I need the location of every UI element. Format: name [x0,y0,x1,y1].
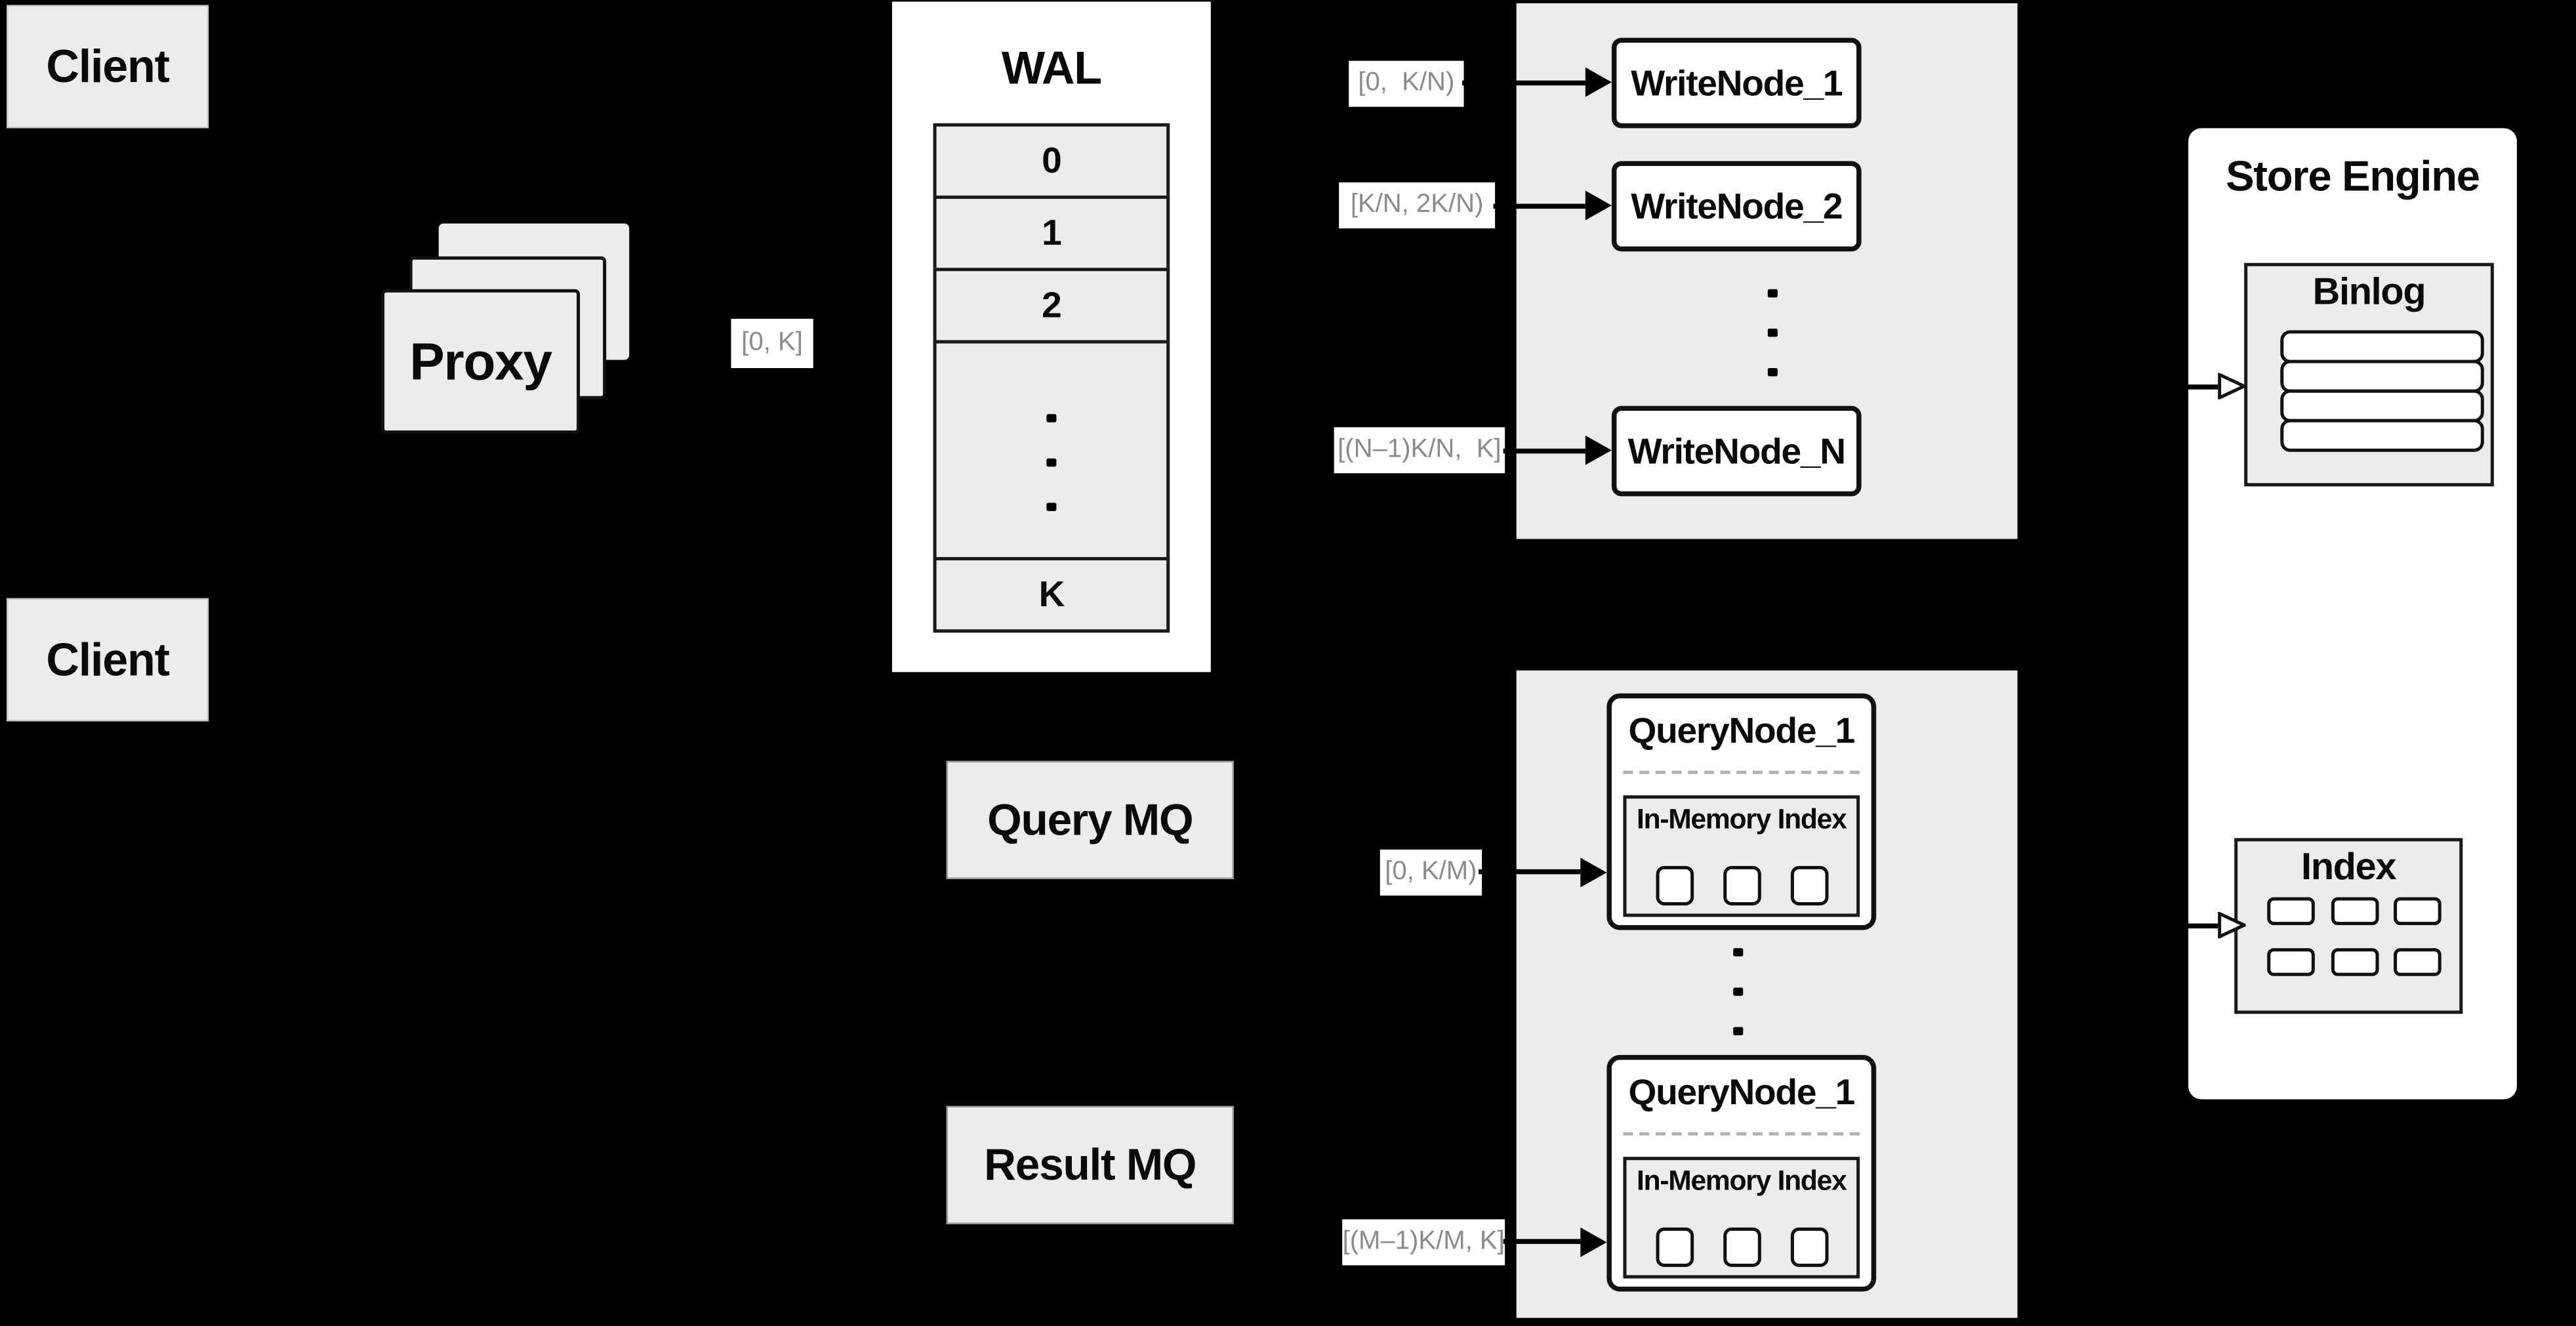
query-node-ellipsis-dot [1733,1027,1744,1035]
arrow-write-node-1 [1462,80,1585,86]
memory-segment [1656,1227,1694,1267]
write-node-1-label: WriteNode_1 [1631,61,1843,103]
wal-row-k: K [933,557,1170,633]
hollow-arrowhead-icon [2218,911,2246,939]
memory-segment [1790,865,1829,905]
query-node-top-divider [1623,770,1860,774]
wal-row-k-label: K [1038,573,1065,615]
client-bottom-label: Client [46,633,170,685]
binlog-title: Binlog [2312,269,2426,312]
range-badge-write-n: [(N–1)K/N, K] [1334,427,1505,474]
range-badge-query-1: [0, K/M) [1380,849,1482,896]
index-cell [2267,897,2315,926]
memory-segment [1723,865,1761,905]
solid-arrowhead-icon [1580,858,1607,888]
wal-row-0: 0 [933,123,1170,199]
memory-segment [1656,865,1694,905]
client-top-label: Client [46,40,170,91]
query-node-ellipsis-dot [1733,987,1744,996]
wal-row-0-label: 0 [1042,139,1062,181]
wal-row-ellipsis [933,340,1170,561]
client-box-top: Client [7,5,209,129]
wal-row-2: 2 [933,268,1170,344]
index-cell [2394,948,2442,976]
wal-row-2-label: 2 [1042,284,1062,325]
wal-row-1: 1 [933,196,1170,272]
proxy-card-front: Proxy [381,289,581,434]
memory-segment [1790,1227,1829,1267]
solid-arrowhead-icon [1585,190,1612,220]
proxy-label: Proxy [409,331,552,390]
query-mq-label: Query MQ [987,794,1193,844]
result-mq-box: Result MQ [946,1106,1234,1224]
solid-arrowhead-icon [1585,67,1612,97]
arrow-write-node-n [1503,448,1585,454]
binlog-row [2280,419,2484,452]
write-node-ellipsis-dot [1767,289,1778,298]
write-node-ellipsis-dot [1767,328,1778,337]
wal-row-1-label: 1 [1042,212,1062,253]
solid-arrowhead-icon [1585,435,1612,465]
binlog-row [2280,360,2484,393]
arrow-to-binlog [2184,384,2218,390]
range-badge-write-2: [K/N, 2K/N) [1339,182,1496,229]
binlog-row [2280,389,2484,423]
binlog-row [2280,330,2484,363]
memory-segment [1723,1227,1761,1267]
wal-ellipsis-dot [1046,414,1057,423]
index-title: Index [2301,844,2396,888]
index-cell [2267,948,2315,976]
range-badge-query-m: [(M–1)K/M, K] [1342,1219,1505,1266]
index-cell [2394,897,2442,926]
range-badge-write-1: [0, K/N) [1349,60,1464,107]
query-mq-box: Query MQ [946,760,1234,879]
hollow-arrowhead-icon [2218,373,2246,400]
wal-ellipsis-dot [1046,458,1057,467]
query-node-bottom-divider [1623,1132,1860,1136]
index-cell [2331,948,2379,976]
write-node-2-label: WriteNode_2 [1631,184,1843,226]
query-node-top-title: QueryNode_1 [1628,709,1856,751]
write-node-n-box: WriteNode_N [1611,405,1862,497]
query-node-ellipsis-dot [1733,948,1744,957]
write-node-ellipsis-dot [1767,368,1778,377]
wal-title: WAL [1001,43,1102,94]
index-cell [2331,897,2379,926]
wal-ellipsis-dot [1046,503,1057,511]
in-memory-index-title-top: In-Memory Index [1636,803,1847,835]
write-node-n-label: WriteNode_N [1627,429,1846,471]
result-mq-label: Result MQ [984,1139,1196,1190]
arrow-query-node-bottom [1503,1239,1581,1244]
solid-arrowhead-icon [1580,1227,1607,1257]
in-memory-index-title-bottom: In-Memory Index [1636,1165,1847,1197]
client-box-bottom: Client [7,598,209,722]
range-badge-proxy-to-wal: [0, K] [731,318,813,369]
arrow-to-index [2184,923,2218,929]
arrow-query-node-top [1479,869,1581,875]
arrow-write-node-2 [1493,203,1585,209]
write-node-2-box: WriteNode_2 [1611,161,1862,252]
query-node-bottom-title: QueryNode_1 [1628,1071,1856,1113]
store-engine-title: Store Engine [2226,151,2480,201]
write-node-1-box: WriteNode_1 [1611,37,1862,129]
